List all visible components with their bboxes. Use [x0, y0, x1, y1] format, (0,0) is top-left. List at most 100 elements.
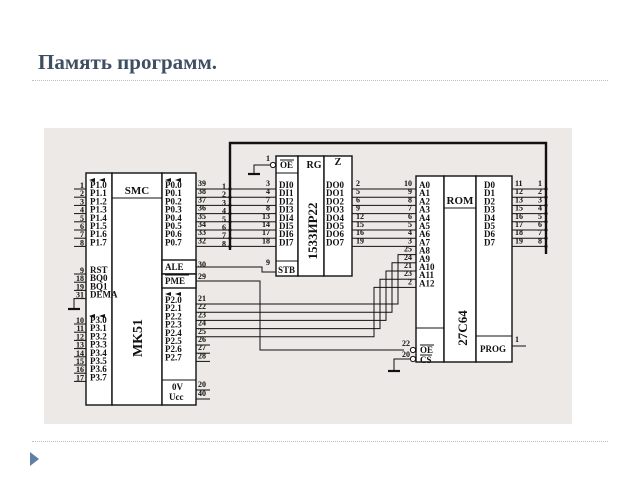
- junction-dot: [228, 244, 232, 248]
- mk51-p0-label: P0.5: [165, 221, 182, 231]
- ir22-di-label: DI7: [279, 237, 294, 247]
- rom-a-pin-num: 25: [404, 245, 412, 254]
- mk51-p2-label: P2.7: [165, 352, 182, 362]
- mk51-p0-pin-num: 33: [198, 228, 206, 237]
- mk51-ctrl-pin-num: 31: [76, 291, 84, 300]
- ir22-di-label: DI1: [279, 188, 294, 198]
- mk51-p2-pin-num: 22: [198, 302, 206, 311]
- mk51-p2-pin-num: 26: [198, 335, 206, 344]
- p2-to-rom-address-wire: [196, 278, 400, 330]
- mk51-ctrl-pin-num: 9: [80, 266, 84, 275]
- ir22-do-label: DO3: [326, 205, 345, 215]
- ir22-stb-label: STB: [278, 265, 295, 275]
- mk51-p0-label: P0.6: [165, 229, 182, 239]
- ir22-di-pin-num: 13: [262, 212, 270, 221]
- rom-header: ROM: [447, 195, 475, 207]
- rom-a-label: A11: [419, 270, 435, 280]
- p2-to-rom-address-wire: [196, 286, 400, 338]
- mk51-p3-bidir-arrow-icon: [89, 314, 105, 318]
- rom-a-label: A4: [419, 213, 430, 223]
- junction-dot: [228, 236, 232, 240]
- next-slide-arrow-icon[interactable]: [30, 452, 39, 466]
- mk51-ctrl-pin-num: 18: [76, 274, 84, 283]
- rom-d-pin-num: 17: [515, 220, 523, 229]
- mk51-p3-label: P3.7: [90, 372, 107, 382]
- mk51-ctrl-label: BQ0: [90, 273, 108, 283]
- rom-a-pin-num: 21: [404, 261, 412, 270]
- p2-to-rom-address-wire: [196, 270, 400, 321]
- junction-dot: [228, 195, 232, 199]
- mk51-p3-pin-num: 15: [76, 357, 84, 366]
- ir22-di-label: DI6: [279, 229, 294, 239]
- mk51-p0-label: P0.3: [165, 205, 182, 215]
- rom-d-pin-num: 11: [515, 179, 523, 188]
- ir22-di-label: DI5: [279, 221, 294, 231]
- ir22-stb-pin-num: 9: [266, 258, 270, 267]
- rom-d-pin-num: 18: [515, 228, 523, 237]
- mk51-ale-pin-num: 30: [198, 260, 206, 269]
- ir22-do-pin-num: 6: [356, 195, 360, 204]
- rom-prog-label: PROG: [480, 344, 506, 354]
- mk51-ctrl-label: RST: [90, 265, 108, 275]
- mk51-p1-pin-num: 3: [80, 197, 84, 206]
- rom-d-pin-num: 12: [515, 187, 523, 196]
- mk51-p3-pin-num: 11: [76, 324, 84, 333]
- mk51-p2-label: P2.3: [165, 320, 182, 330]
- ir22-di-pin-num: 3: [266, 179, 270, 188]
- mk51-p3-label: P3.1: [90, 323, 107, 333]
- ir22-right-strip: [323, 155, 353, 277]
- rom-cs-pin-num: 20: [402, 350, 410, 359]
- mk51-p0-bus-num: 5: [222, 215, 226, 224]
- mk51-header: SMC: [125, 185, 150, 197]
- mk51-pme-pin-num: 29: [198, 272, 206, 281]
- mk51-p1-label: P1.7: [90, 237, 107, 247]
- mk51-p2-label: P2.4: [165, 328, 182, 338]
- rom-a-label: A7: [419, 237, 430, 247]
- mk51-p2-label: P2.0: [165, 295, 182, 305]
- title-divider: [32, 80, 608, 81]
- mk51-p3-pin-num: 10: [76, 316, 84, 325]
- rom-a-pin-num: 4: [408, 228, 412, 237]
- rom-a-pin-num: 2: [408, 277, 412, 286]
- rom-body: [443, 175, 477, 363]
- mk51-p3-pin-num: 17: [76, 373, 84, 382]
- ir22-di-pin-num: 14: [262, 220, 270, 229]
- mk51-0v-label: 0V: [172, 382, 184, 392]
- mk51-p0-pin-num: 32: [198, 236, 206, 245]
- mk51-0v-pin-num: 20: [198, 380, 206, 389]
- ir22-do-pin-num: 12: [356, 212, 364, 221]
- mk51-p0-bus-num: 3: [222, 198, 226, 207]
- mk51-p2-label: P2.2: [165, 311, 182, 321]
- rom-d-bus-num: 8: [538, 236, 542, 245]
- ir22-di-label: DI4: [279, 213, 294, 223]
- rom-left-strip: [415, 175, 445, 363]
- rom-a-label: A5: [419, 221, 430, 231]
- ir22-do-label: DO1: [326, 188, 345, 198]
- ir22-do-label: DO4: [326, 213, 345, 223]
- mk51-p1-label: P1.1: [90, 188, 107, 198]
- ir22-do-label: DO7: [326, 237, 345, 247]
- rom-prog-pin-num: 1: [515, 335, 519, 344]
- ir22-di-label: DI2: [279, 196, 294, 206]
- rom-d-label: D0: [484, 180, 495, 190]
- ir22-oe-bubble: [269, 161, 277, 169]
- mk51-p1-label: P1.0: [90, 180, 107, 190]
- mk51-p3-label: P3.5: [90, 356, 107, 366]
- mk51-p1-pin-num: 6: [80, 222, 84, 231]
- mk51-pme-label: PME: [165, 276, 185, 286]
- rom-d-bus-num: 1: [538, 179, 542, 188]
- mk51-p1-label: P1.3: [90, 205, 107, 215]
- mk51-ctrl-label: BQ1: [90, 281, 108, 291]
- rom-d-bus-num: 6: [538, 220, 542, 229]
- rom-d-pin-num: 19: [515, 236, 523, 245]
- ir22-oe-label: OE: [280, 160, 293, 170]
- mk51-p0-bus-num: 6: [222, 223, 226, 232]
- mk51-p3-pin-num: 12: [76, 332, 84, 341]
- ir22-di-pin-num: 4: [266, 187, 270, 196]
- mk51-p0-bus-num: 8: [222, 239, 226, 248]
- schematic-svg: SMCMK51P1.01P1.12P1.23P1.34P1.45P1.56P1.…: [68, 141, 548, 406]
- rom-d-bus-num: 5: [538, 212, 542, 221]
- mk51-p0-bus-num: 2: [222, 190, 226, 199]
- rom-d-pin-num: 13: [515, 195, 523, 204]
